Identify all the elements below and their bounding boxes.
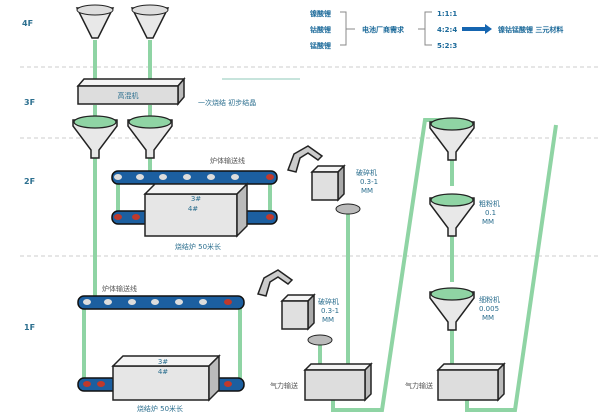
roller (266, 174, 274, 180)
roller (231, 174, 239, 180)
ratio-label: 4:2:4 (437, 26, 457, 34)
ratio-label: 1:1:1 (437, 10, 457, 18)
ratio-label: 5:2:3 (437, 42, 457, 50)
arrow-right-icon (462, 24, 492, 34)
sintering-note: 一次烧结 初步结晶 (198, 98, 256, 107)
result-label: 镍钴锰酸锂 三元材料 (498, 25, 563, 34)
hopper-funnel (127, 115, 173, 159)
mill-size: 0.1 (485, 209, 496, 217)
roller (136, 174, 144, 180)
pneumatic-label: 气力输送 (270, 381, 298, 390)
floor-label-2f: 2F (24, 177, 35, 186)
fine-mill (429, 287, 475, 331)
roller (224, 299, 232, 305)
roller (199, 299, 207, 305)
roller (114, 174, 122, 180)
roller (224, 381, 232, 387)
floor-label-1f: 1F (24, 323, 35, 332)
material-label: 镍酸锂 (310, 9, 331, 18)
roller (159, 174, 167, 180)
crusher-name: 破碎机 (356, 168, 377, 177)
roller (132, 214, 140, 220)
crusher-2f (311, 165, 345, 201)
conveyor-label: 炉体输送线 (102, 284, 137, 293)
floor-label-4f: 4F (22, 19, 33, 28)
hopper-funnel (72, 115, 118, 159)
robot-arm-icon (257, 269, 293, 297)
mill-name: 粗粉机 (479, 199, 500, 208)
demand-label: 电池厂商需求 (362, 25, 405, 34)
crusher-outlet (307, 334, 333, 346)
crusher-unit: MM (322, 316, 334, 324)
feed-funnel (429, 117, 475, 161)
crusher-size: 0.3-1 (360, 178, 378, 186)
conveyor-line-1f: 炉体输送线 3# 4# 烧结炉 50米长 (77, 284, 245, 413)
roller (128, 299, 136, 305)
coarse-mill (429, 193, 475, 237)
crusher-outlet (335, 203, 361, 215)
roller (183, 174, 191, 180)
mixer-label: 高混机 (118, 91, 139, 100)
crusher-unit: MM (361, 187, 373, 195)
mill-size: 0.005 (479, 305, 499, 313)
material-label: 锰酸锂 (310, 41, 331, 50)
crusher-1f (281, 294, 315, 330)
pneumatic-conveyor-2 (437, 363, 505, 401)
mill-unit: MM (482, 314, 494, 322)
furnace-tag: 3# (158, 358, 168, 366)
floor-label-3f: 3F (24, 98, 35, 107)
pneumatic-conveyor-1 (304, 363, 372, 401)
roller (97, 381, 105, 387)
roller (175, 299, 183, 305)
furnace-tag: 3# (191, 195, 201, 203)
material-label: 钴酸锂 (310, 25, 331, 34)
mill-name: 细粉机 (479, 295, 500, 304)
high-speed-mixer: 高混机 (76, 76, 186, 107)
top-hopper (130, 4, 170, 39)
furnace-tag: 4# (158, 368, 168, 376)
conveyor-rollers (83, 174, 274, 387)
roller (83, 299, 91, 305)
top-hopper (75, 4, 115, 39)
roller (151, 299, 159, 305)
roller (207, 174, 215, 180)
furnace-tag: 4# (188, 205, 198, 213)
roller (83, 381, 91, 387)
demand-legend: 镍酸锂 钴酸锂 锰酸锂 电池厂商需求 1:1:1 4:2:4 5:2:3 镍钴锰… (310, 9, 563, 50)
furnace-label: 烧结炉 50米长 (175, 242, 221, 251)
roller (104, 299, 112, 305)
furnace-label: 烧结炉 50米长 (137, 404, 183, 413)
roller (266, 214, 274, 220)
mill-unit: MM (482, 218, 494, 226)
crusher-size: 0.3-1 (321, 307, 339, 315)
roller (114, 214, 122, 220)
crusher-name: 破碎机 (318, 297, 339, 306)
conveyor-line-2f: 炉体输送线 3# 4# 烧结炉 50米长 (111, 156, 278, 251)
conveyor-label: 炉体输送线 (210, 156, 245, 165)
pneumatic-label: 气力输送 (405, 381, 433, 390)
